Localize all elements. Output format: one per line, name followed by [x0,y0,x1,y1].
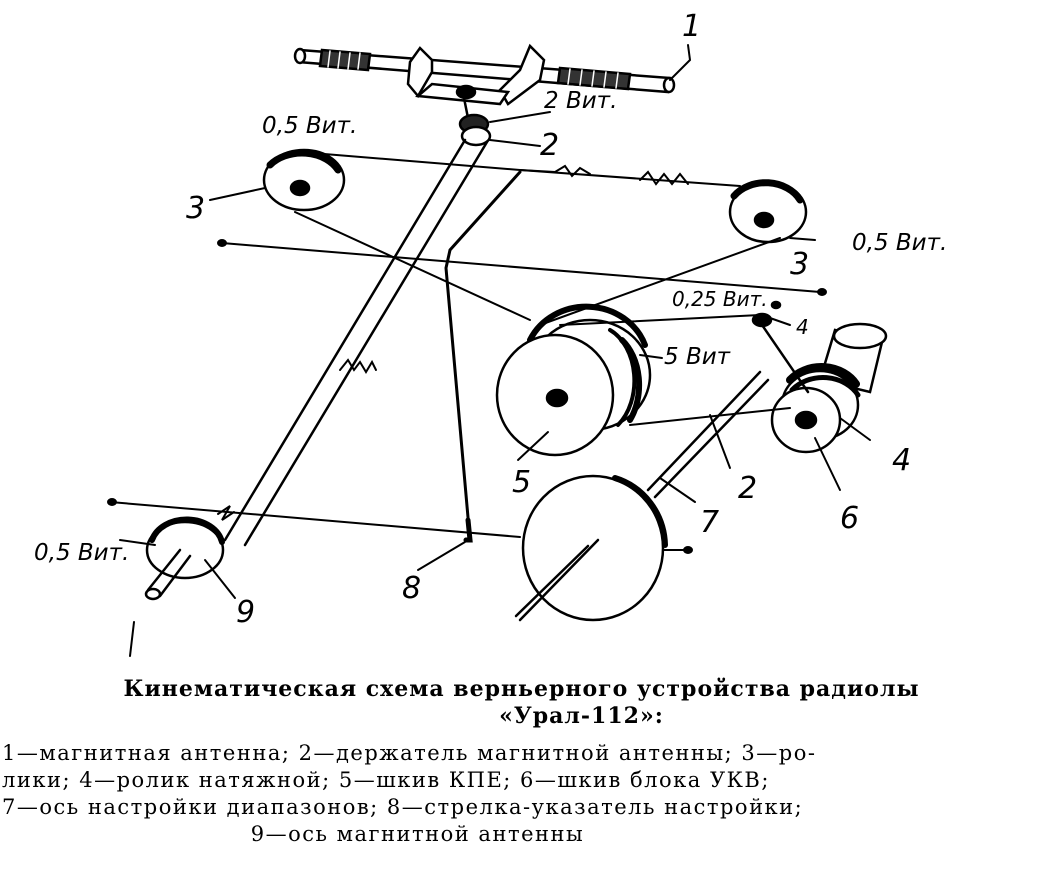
label-5: 5 [512,465,531,500]
turns-tension: 0,25 Вит. [672,287,768,311]
antenna-holder [406,43,546,147]
caption-subtitle: «Урал-112»: [499,703,664,729]
label-4: 4 [892,443,911,478]
kinematic-diagram: 1 2 3 3 4 5 4 2 6 7 8 9 0,5 Вит. 2 Вит. … [34,9,947,657]
label-3-left: 3 [186,191,205,226]
legend-line: 7—ось настройки диапазонов; 8—стрелка-ук… [2,795,804,819]
label-4-small: 4 [796,315,809,339]
kpe-pulley [495,303,652,457]
label-7: 7 [700,505,719,540]
band-axis [514,370,770,622]
label-3-right: 3 [790,247,809,282]
label-9: 9 [236,595,255,630]
ukv-pulley [770,322,888,454]
turn-labels: 0,5 Вит. 2 Вит. 0,5 Вит. 0,25 Вит. 5 Вит… [34,88,947,566]
roller-left [262,148,346,212]
turns-kpe: 5 Вит [664,344,731,370]
turns-axis: 0,5 Вит. [34,540,129,566]
legend-line: 9—ось магнитной антенны [250,822,585,846]
pointer [444,170,522,543]
cord [107,151,827,554]
tension-roller [751,300,810,394]
turns-roller-left: 0,5 Вит. [262,113,357,139]
turns-holder: 2 Вит. [544,88,617,114]
label-6: 6 [840,501,859,536]
label-2-bottom: 2 [738,471,757,506]
roller-right [728,179,808,244]
antenna-axis-shaft [223,138,489,547]
turns-roller-right: 0,5 Вит. [852,230,947,256]
label-8: 8 [402,571,421,606]
legend-line: 1—магнитная антенна; 2—держатель магнитн… [2,741,817,765]
figure-caption: Кинематическая схема верньерного устройс… [0,676,1043,848]
legend-line: лики; 4—ролик натяжной; 5—шкив КПЕ; 6—шк… [2,768,770,792]
magnetic-antenna [293,47,676,94]
label-1: 1 [682,9,701,44]
caption-title: Кинематическая схема верньерного устройс… [123,676,920,702]
caption-legend: 1—магнитная антенна; 2—держатель магнитн… [2,740,1043,848]
antenna-axis-end [144,516,225,601]
label-2-top: 2 [540,128,559,163]
part-labels: 1 2 3 3 4 5 4 2 6 7 8 9 [186,9,911,630]
leader-lines [119,44,871,657]
